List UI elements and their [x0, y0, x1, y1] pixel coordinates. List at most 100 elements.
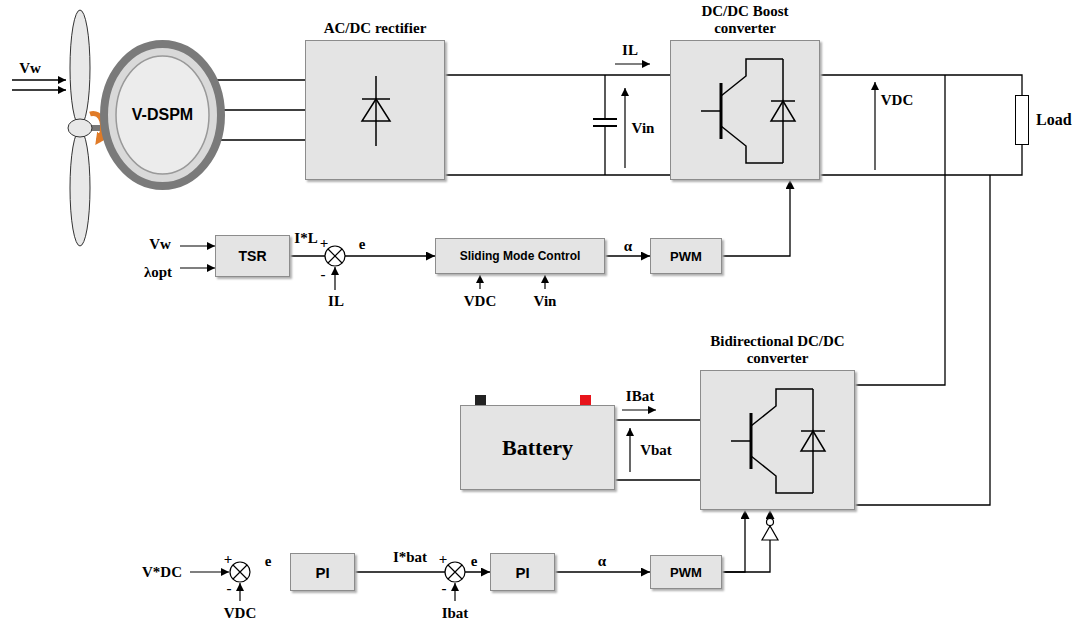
- symbol-stroke: [721, 126, 783, 163]
- sign-mark: +: [320, 236, 329, 251]
- controller-box: PI: [290, 553, 355, 591]
- symbol-stroke: [782, 59, 784, 163]
- summing-junction-part: [445, 562, 465, 582]
- signal-arrow: [555, 571, 650, 572]
- signal-name: e: [265, 554, 272, 569]
- summing-junction-part: [328, 249, 342, 263]
- summing-junction-part: [233, 565, 247, 579]
- node-label: Sliding Mode Control: [460, 249, 581, 263]
- dc-bus-wire: [855, 75, 990, 505]
- signal-name: α: [598, 554, 606, 569]
- symbol-stroke: [721, 59, 783, 96]
- signal-name: IBat: [626, 389, 654, 404]
- node-heading: Load: [1036, 111, 1072, 129]
- wind-turbine-part: [70, 130, 90, 246]
- signal-arrow: [722, 510, 770, 572]
- symbol-stroke: [812, 389, 814, 493]
- dc-bus-wire-part: [855, 175, 990, 505]
- node-label: PWM: [670, 565, 702, 580]
- capacitor-symbol-part: [604, 126, 605, 175]
- node-heading: AC/DC rectifier: [295, 20, 455, 37]
- summing-junction: [230, 246, 465, 582]
- node-label: PI: [515, 564, 529, 581]
- signal-name: Ibat: [442, 606, 469, 621]
- power-wire: [217, 79, 305, 80]
- node-heading: DC/DC Boost converter: [670, 3, 820, 38]
- capacitor-symbol-part: [604, 75, 605, 119]
- node-label: V-DSPM: [132, 106, 193, 124]
- battery-box: Battery: [460, 405, 615, 490]
- summing-junction-part: [230, 562, 250, 582]
- sign-mark: +: [224, 552, 233, 567]
- signal-name: λopt: [144, 265, 172, 280]
- signal-arrow: [722, 510, 745, 572]
- symbol-stroke: [801, 430, 825, 432]
- measure-arrow-part: [629, 428, 630, 472]
- power-wire: [820, 145, 1022, 175]
- signal-name: e: [359, 237, 366, 252]
- measure-arrow-part: [622, 409, 656, 410]
- converter-box: DC/DC Boost converter: [670, 40, 820, 180]
- signal-arrow: [605, 255, 650, 256]
- symbol-strokes: [731, 389, 825, 493]
- symbol-stroke: [801, 431, 825, 451]
- signal-arrow: [355, 571, 490, 572]
- measure-arrow-part: [180, 245, 215, 246]
- symbol-stroke: [731, 440, 751, 442]
- signal-name: Vw: [19, 61, 41, 76]
- signal-arrow: [722, 180, 790, 256]
- process-box: TSR: [215, 235, 290, 277]
- inverter-symbol: [762, 519, 778, 541]
- pwm-box: PWM: [650, 555, 722, 589]
- dc-bus-wire-part: [855, 75, 945, 385]
- power-wire: [224, 109, 305, 110]
- signal-name: V*DC: [142, 565, 182, 580]
- inverter-symbol-part: [762, 526, 778, 540]
- wind-turbine-part: [70, 10, 90, 126]
- sign-mark: +: [439, 552, 448, 567]
- symbol-stroke: [362, 99, 390, 121]
- capacitor-symbol: [593, 75, 617, 175]
- signal-name: Vin: [632, 121, 655, 136]
- power-wire: [445, 74, 670, 75]
- signal-name: VDC: [464, 294, 497, 309]
- measure-arrow-part: [615, 63, 650, 64]
- generator-circle: V-DSPM: [100, 40, 225, 190]
- measure-arrow-part: [239, 583, 240, 601]
- node-heading: Bidirectional DC/DC converter: [700, 333, 855, 368]
- signal-name: α: [624, 239, 632, 254]
- switch-symbol: [671, 41, 821, 181]
- symbol-stroke: [771, 100, 795, 102]
- symbol-stroke: [771, 101, 795, 121]
- symbol-stroke: [362, 98, 390, 100]
- measure-arrow-part: [544, 275, 545, 289]
- diode-symbol: [306, 41, 446, 181]
- symbol-stroke: [751, 389, 813, 426]
- node-label: Battery: [502, 435, 573, 461]
- measure-arrow-part: [874, 82, 875, 170]
- signal-name: VDC: [224, 606, 257, 621]
- signal-name: Vbat: [640, 443, 672, 458]
- controller-box: PI: [490, 553, 555, 591]
- signal-name: IL: [328, 294, 344, 309]
- sign-mark: -: [321, 267, 326, 282]
- wind-arrow-part: [12, 89, 66, 90]
- power-wire: [445, 174, 670, 175]
- node-label: PWM: [670, 249, 702, 264]
- converter-box: Bidirectional DC/DC converter: [700, 370, 855, 510]
- sign-mark: -: [227, 581, 232, 596]
- measure-arrow-part: [454, 583, 455, 601]
- symbol-stroke: [701, 110, 721, 112]
- wind-turbine-part: [68, 119, 92, 137]
- switch-symbol: [701, 371, 856, 511]
- signal-name: e: [471, 554, 478, 569]
- inverter-symbol-part: [767, 519, 774, 526]
- signal-arrow: [290, 255, 435, 256]
- capacitor-symbol-part: [593, 118, 617, 120]
- wind-arrow: [12, 80, 66, 90]
- load-box: Load: [1015, 95, 1029, 145]
- power-wire: [820, 75, 1022, 95]
- stator-ring: [104, 44, 221, 186]
- rectifier-box: AC/DC rectifier: [305, 40, 445, 180]
